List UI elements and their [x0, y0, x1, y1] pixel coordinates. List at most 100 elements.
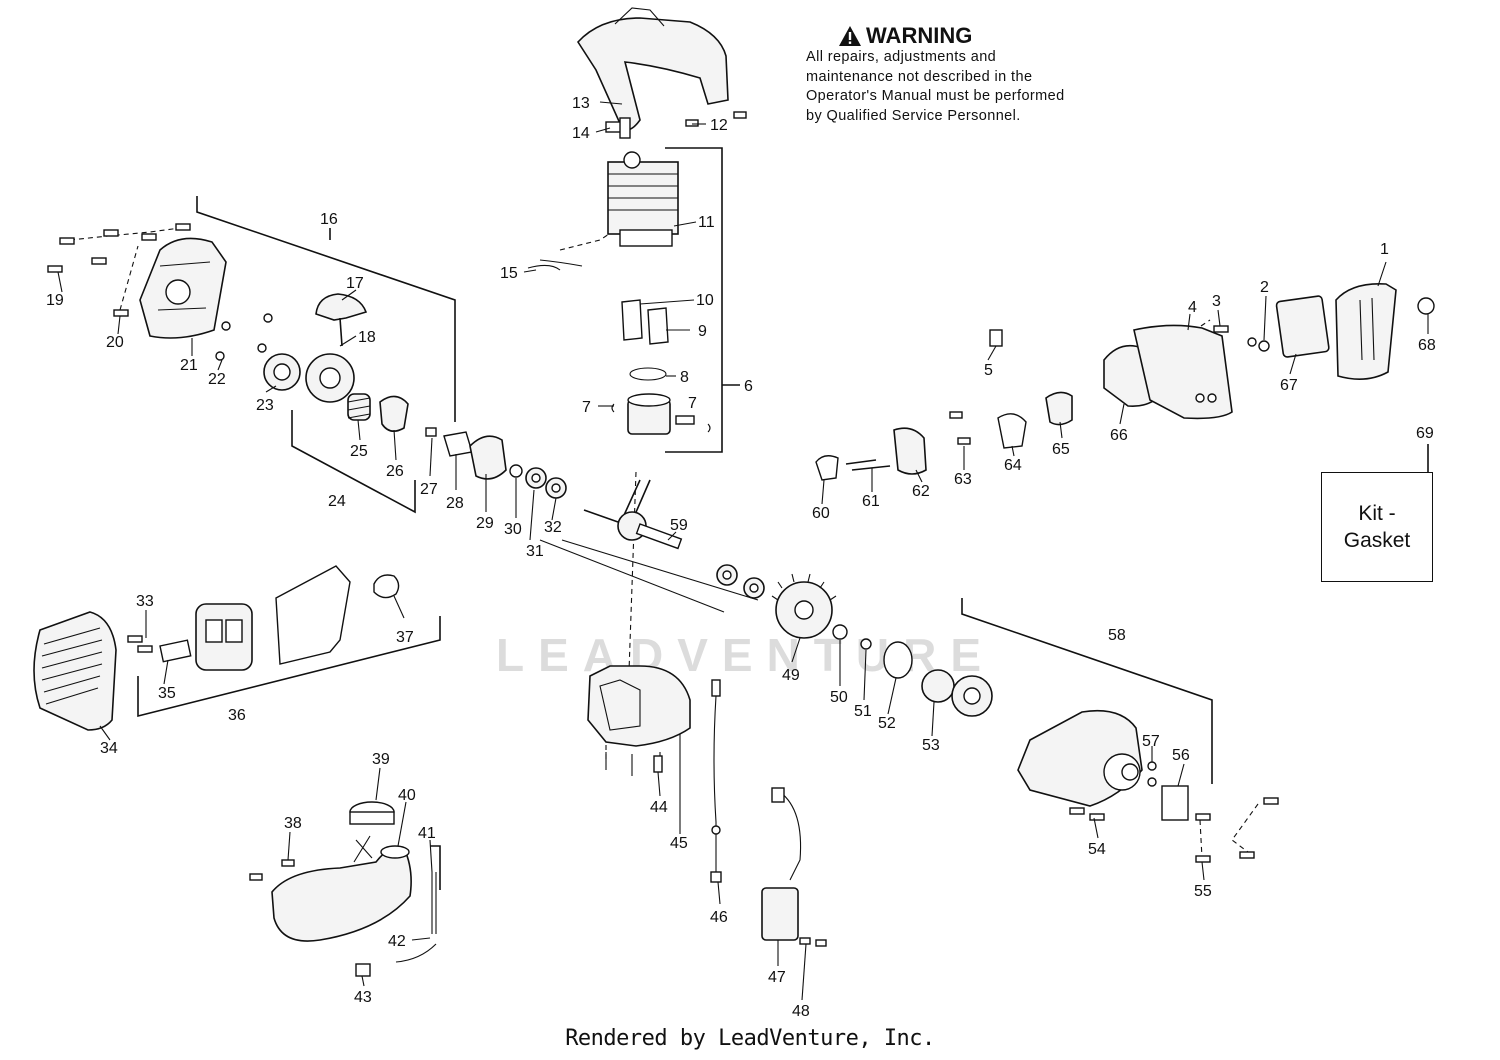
callout-54: 54 [1088, 841, 1106, 858]
callout-62: 62 [912, 483, 930, 500]
callout-50: 50 [830, 689, 848, 706]
callout-44: 44 [650, 799, 668, 816]
callout-66: 66 [1110, 427, 1128, 444]
callout-11: 11 [698, 214, 715, 231]
fuel-tank-part [271, 801, 412, 942]
warning-triangle-icon [839, 26, 861, 46]
callout-43: 43 [354, 989, 372, 1006]
callout-58: 58 [1108, 627, 1126, 644]
callout-41: 41 [418, 825, 436, 842]
callout-15: 15 [500, 265, 518, 282]
callout-12: 12 [710, 117, 728, 134]
callout-18: 18 [358, 329, 376, 346]
callout-8: 8 [680, 369, 689, 386]
kit-box-line1: Kit - [1358, 502, 1396, 525]
bracket-lines [137, 147, 1429, 890]
part-shapes [33, 7, 1435, 977]
callout-56: 56 [1172, 747, 1190, 764]
callout-14: 14 [572, 125, 590, 142]
callout-64: 64 [1004, 457, 1022, 474]
callout-55: 55 [1194, 883, 1212, 900]
callout-47: 47 [768, 969, 786, 986]
callout-3: 3 [1212, 293, 1221, 310]
warning-heading: WARNING [806, 24, 1066, 48]
fan-cover-part [33, 611, 117, 731]
callout-32: 32 [544, 519, 562, 536]
callout-57: 57 [1142, 733, 1160, 750]
cylinder-part [607, 151, 679, 247]
muffler-part [195, 603, 253, 671]
callout-51: 51 [854, 703, 872, 720]
callout-37: 37 [396, 629, 414, 646]
callout-38: 38 [284, 815, 302, 832]
callout-6: 6 [744, 378, 753, 395]
callout-9: 9 [698, 323, 707, 340]
callout-61: 61 [862, 493, 880, 510]
starter-housing-part [139, 237, 227, 339]
callout-labels: 1 2 3 4 5 6 7 7 8 9 10 11 12 13 14 15 16… [46, 95, 1436, 1020]
callout-7b: 7 [688, 395, 697, 412]
callout-63: 63 [954, 471, 972, 488]
callout-5: 5 [984, 362, 993, 379]
crankshaft-part [583, 479, 683, 550]
callout-59: 59 [670, 517, 688, 534]
warning-notice: WARNING All repairs, adjustments and mai… [806, 24, 1066, 126]
callout-31: 31 [526, 543, 544, 560]
callout-40: 40 [398, 787, 416, 804]
callout-13: 13 [572, 95, 590, 112]
callout-21: 21 [180, 357, 198, 374]
callout-27: 27 [420, 481, 438, 498]
ground-wire-part [710, 679, 722, 883]
callout-26: 26 [386, 463, 404, 480]
callout-10: 10 [696, 292, 714, 309]
callout-60: 60 [812, 505, 830, 522]
callout-46: 46 [710, 909, 728, 926]
callout-23: 23 [256, 397, 274, 414]
footer-credit: Rendered by LeadVenture, Inc. [565, 1026, 935, 1051]
warning-body-text: All repairs, adjustments and maintenance… [806, 49, 1065, 124]
callout-19: 19 [46, 292, 64, 309]
piston-part [611, 393, 711, 435]
callout-4: 4 [1188, 299, 1197, 316]
callout-53: 53 [922, 737, 940, 754]
callout-29: 29 [476, 515, 494, 532]
clutch-housing-part [1017, 709, 1189, 821]
callout-52: 52 [878, 715, 896, 732]
callout-33: 33 [136, 593, 154, 610]
callout-45: 45 [670, 835, 688, 852]
callout-7a: 7 [582, 399, 591, 416]
callout-30: 30 [504, 521, 522, 538]
callout-22: 22 [208, 371, 226, 388]
callout-1: 1 [1380, 241, 1389, 258]
spark-plug-part [605, 117, 631, 139]
carburetor-assembly-part [1103, 324, 1233, 420]
callout-34: 34 [100, 740, 118, 757]
callout-67: 67 [1280, 377, 1298, 394]
callout-69: 69 [1416, 425, 1434, 442]
kit-gasket-box: Kit - Gasket [1321, 472, 1433, 582]
callout-16: 16 [320, 211, 338, 228]
ignition-coil-part [761, 787, 827, 947]
flywheel-part [771, 573, 837, 639]
callout-35: 35 [158, 685, 176, 702]
callout-24: 24 [328, 493, 346, 510]
starter-handle-part [315, 293, 368, 347]
callout-49: 49 [782, 667, 800, 684]
callout-25: 25 [350, 443, 368, 460]
leader-lines [57, 101, 1429, 1001]
callout-48: 48 [792, 1003, 810, 1020]
callout-65: 65 [1052, 441, 1070, 458]
callout-68: 68 [1418, 337, 1436, 354]
callout-20: 20 [106, 334, 124, 351]
callout-28: 28 [446, 495, 464, 512]
warning-title-text: WARNING [866, 23, 973, 48]
callout-2: 2 [1260, 279, 1269, 296]
callout-17: 17 [346, 275, 364, 292]
kit-box-line2: Gasket [1343, 529, 1411, 552]
crankcase-part [587, 665, 691, 776]
callout-36: 36 [228, 707, 246, 724]
top-cover-part [576, 17, 729, 131]
callout-42: 42 [388, 933, 406, 950]
callout-39: 39 [372, 751, 390, 768]
